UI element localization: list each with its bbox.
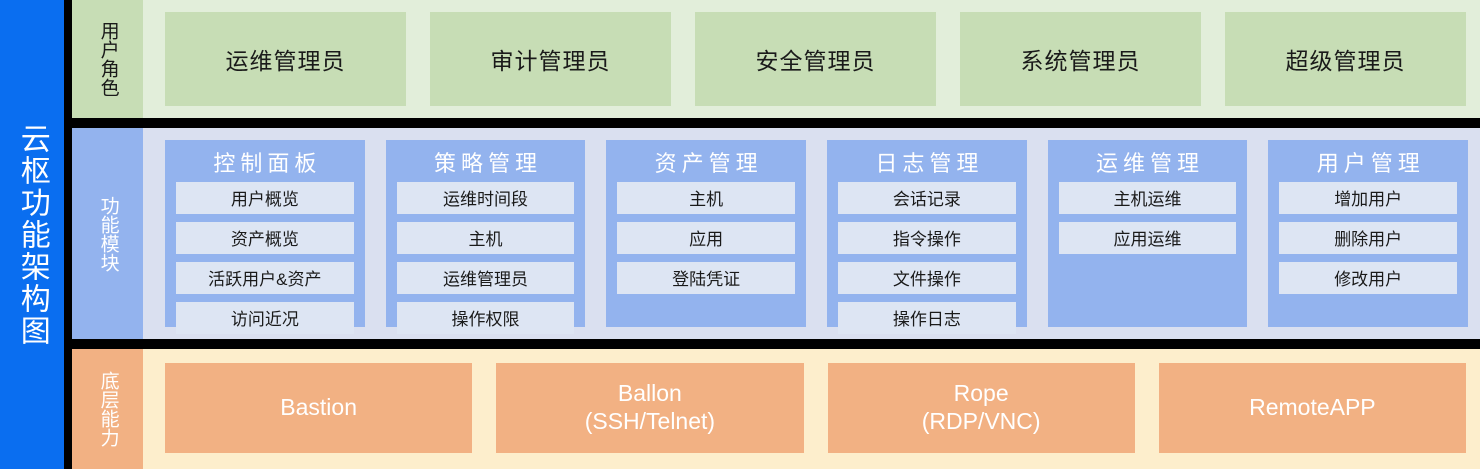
platform-capability-row-label-text: 底层能力 bbox=[97, 371, 119, 447]
module-item-delete-user[interactable]: 删除用户 bbox=[1279, 222, 1458, 254]
diagram-title: 云枢功能架构图 bbox=[15, 122, 49, 347]
module-title-control-panel: 控制面板 bbox=[213, 151, 322, 176]
module-item-list-policy-management: 运维时间段 主机 运维管理员 操作权限 bbox=[396, 182, 575, 334]
function-modules-row: 功能模块 控制面板 用户概览 资产概览 活跃用户&资产 访问近况 策略管理 运维… bbox=[72, 128, 1480, 339]
module-item-policy-host[interactable]: 主机 bbox=[396, 222, 575, 254]
module-item-list-control-panel: 用户概览 资产概览 活跃用户&资产 访问近况 bbox=[176, 182, 354, 334]
module-item-list-asset-management: 主机 应用 登陆凭证 bbox=[617, 182, 796, 294]
function-modules-row-label-text: 功能模块 bbox=[97, 195, 119, 272]
module-item-asset-overview[interactable]: 资产概览 bbox=[176, 222, 354, 254]
module-title-policy-management: 策略管理 bbox=[434, 151, 543, 176]
module-title-user-management: 用户管理 bbox=[1316, 151, 1425, 176]
role-card-audit-admin[interactable]: 审计管理员 bbox=[430, 12, 671, 106]
module-item-modify-user[interactable]: 修改用户 bbox=[1279, 262, 1458, 294]
platform-card-rope[interactable]: Rope (RDP/VNC) bbox=[827, 363, 1135, 453]
module-item-ops-time-window[interactable]: 运维时间段 bbox=[396, 182, 575, 214]
module-title-asset-management: 资产管理 bbox=[654, 151, 763, 176]
module-card-control-panel[interactable]: 控制面板 用户概览 资产概览 活跃用户&资产 访问近况 bbox=[165, 140, 365, 334]
platform-capability-row-label: 底层能力 bbox=[72, 349, 143, 469]
module-item-policy-ops-admin[interactable]: 运维管理员 bbox=[396, 262, 575, 294]
platform-card-remoteapp[interactable]: RemoteAPP bbox=[1158, 363, 1466, 453]
function-modules-card-list: 控制面板 用户概览 资产概览 活跃用户&资产 访问近况 策略管理 运维时间段 主… bbox=[143, 128, 1480, 339]
module-item-add-user[interactable]: 增加用户 bbox=[1279, 182, 1458, 214]
module-card-asset-management[interactable]: 资产管理 主机 应用 登陆凭证 bbox=[606, 140, 807, 327]
platform-card-bastion[interactable]: Bastion bbox=[165, 363, 473, 453]
module-item-asset-host[interactable]: 主机 bbox=[617, 182, 796, 214]
module-item-login-credential[interactable]: 登陆凭证 bbox=[617, 262, 796, 294]
module-title-log-management: 日志管理 bbox=[875, 151, 984, 176]
role-card-system-admin[interactable]: 系统管理员 bbox=[960, 12, 1201, 106]
platform-capability-card-list: Bastion Ballon (SSH/Telnet) Rope (RDP/VN… bbox=[143, 349, 1480, 469]
module-card-log-management[interactable]: 日志管理 会话记录 指令操作 文件操作 操作日志 bbox=[827, 140, 1027, 334]
module-item-operation-permission[interactable]: 操作权限 bbox=[396, 302, 575, 334]
module-title-ops-management: 运维管理 bbox=[1096, 151, 1205, 176]
module-card-ops-management[interactable]: 运维管理 主机运维 应用运维 bbox=[1047, 140, 1248, 327]
role-card-security-admin[interactable]: 安全管理员 bbox=[695, 12, 936, 106]
module-item-host-ops[interactable]: 主机运维 bbox=[1058, 182, 1237, 214]
module-item-asset-application[interactable]: 应用 bbox=[617, 222, 796, 254]
role-card-ops-admin[interactable]: 运维管理员 bbox=[165, 12, 406, 106]
module-item-operation-log[interactable]: 操作日志 bbox=[838, 302, 1016, 334]
module-item-recent-access[interactable]: 访问近况 bbox=[176, 302, 354, 334]
module-item-application-ops[interactable]: 应用运维 bbox=[1058, 222, 1237, 254]
module-item-list-log-management: 会话记录 指令操作 文件操作 操作日志 bbox=[838, 182, 1016, 334]
platform-capability-row: 底层能力 Bastion Ballon (SSH/Telnet) Rope (R… bbox=[72, 349, 1480, 469]
module-item-list-user-management: 增加用户 删除用户 修改用户 bbox=[1279, 182, 1458, 294]
module-item-user-overview[interactable]: 用户概览 bbox=[176, 182, 354, 214]
module-card-policy-management[interactable]: 策略管理 运维时间段 主机 运维管理员 操作权限 bbox=[385, 140, 586, 334]
module-item-list-ops-management: 主机运维 应用运维 bbox=[1058, 182, 1237, 254]
module-item-active-users-assets[interactable]: 活跃用户&资产 bbox=[176, 262, 354, 294]
role-card-super-admin[interactable]: 超级管理员 bbox=[1225, 12, 1466, 106]
module-card-user-management[interactable]: 用户管理 增加用户 删除用户 修改用户 bbox=[1268, 140, 1469, 327]
module-item-command-operation[interactable]: 指令操作 bbox=[838, 222, 1016, 254]
module-item-file-operation[interactable]: 文件操作 bbox=[838, 262, 1016, 294]
user-roles-row-label: 用户角色 bbox=[72, 0, 143, 118]
user-roles-row-label-text: 用户角色 bbox=[97, 21, 119, 97]
user-roles-row: 用户角色 运维管理员 审计管理员 安全管理员 系统管理员 超级管理员 bbox=[72, 0, 1480, 118]
function-modules-row-label: 功能模块 bbox=[72, 128, 143, 339]
module-item-session-record[interactable]: 会话记录 bbox=[838, 182, 1016, 214]
platform-card-ballon[interactable]: Ballon (SSH/Telnet) bbox=[496, 363, 804, 453]
user-roles-card-list: 运维管理员 审计管理员 安全管理员 系统管理员 超级管理员 bbox=[143, 0, 1480, 118]
diagram-title-bar: 云枢功能架构图 bbox=[0, 0, 64, 469]
